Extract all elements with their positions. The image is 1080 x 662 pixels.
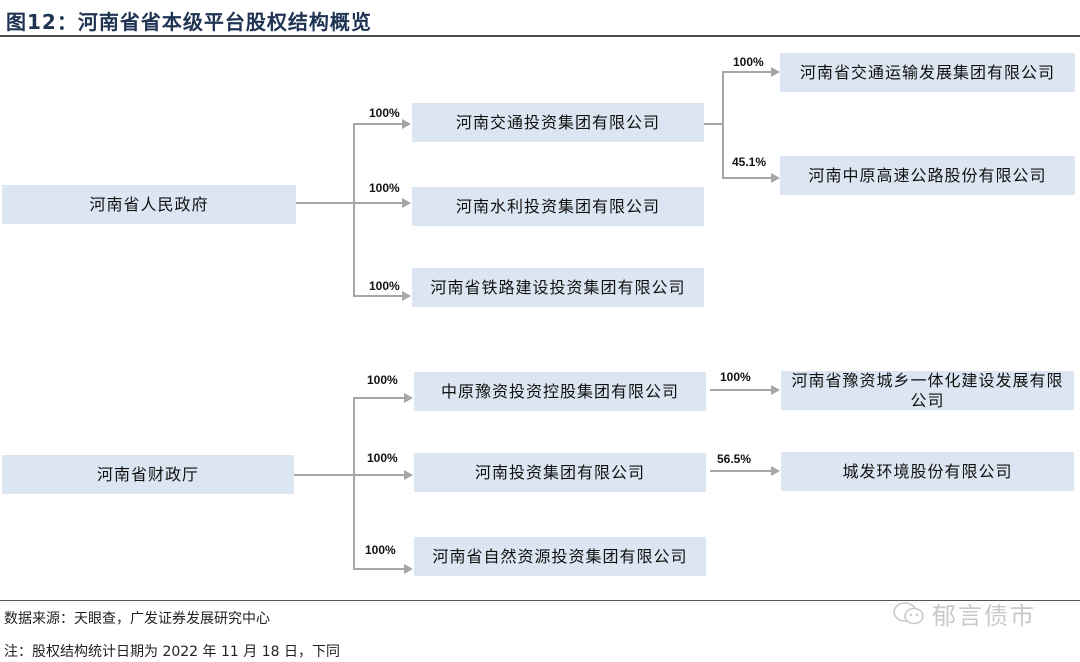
arrow-icon: [402, 119, 411, 129]
connector: [353, 123, 355, 296]
node-chengfa-environment: 城发环境股份有限公司: [781, 452, 1074, 491]
title-divider: [0, 35, 1080, 37]
connector: [710, 470, 772, 472]
connector: [704, 123, 723, 125]
node-henan-transport-investment: 河南交通投资集团有限公司: [412, 103, 704, 142]
connector: [722, 71, 724, 178]
ownership-pct: 100%: [367, 373, 398, 387]
connector: [722, 177, 772, 179]
connector: [353, 397, 355, 569]
node-henan-investment-group: 河南投资集团有限公司: [414, 453, 706, 492]
ownership-pct: 100%: [367, 451, 398, 465]
figure-title: 图12：河南省省本级平台股权结构概览: [6, 10, 372, 34]
root-node-henan-government: 河南省人民政府: [2, 185, 296, 224]
arrow-icon: [402, 291, 411, 301]
arrow-icon: [771, 67, 780, 77]
ownership-pct: 100%: [369, 279, 400, 293]
arrow-icon: [771, 466, 780, 476]
connector: [710, 389, 772, 391]
node-henan-water-investment: 河南水利投资集团有限公司: [412, 187, 704, 226]
connector: [294, 474, 354, 476]
watermark-text: 郁言债市: [932, 602, 1036, 630]
connector: [353, 397, 405, 399]
root-node-henan-finance-department: 河南省财政厅: [2, 455, 294, 494]
connector: [296, 202, 354, 204]
connector: [353, 202, 403, 204]
connector: [353, 474, 405, 476]
arrow-icon: [404, 470, 413, 480]
data-source: 数据来源：天眼查，广发证券发展研究中心: [4, 611, 270, 627]
footnote: 注：股权结构统计日期为 2022 年 11 月 18 日，下同: [4, 644, 340, 660]
arrow-icon: [402, 198, 411, 208]
ownership-pct: 56.5%: [717, 452, 752, 466]
connector: [353, 568, 405, 570]
node-henan-railway-investment: 河南省铁路建设投资集团有限公司: [412, 268, 704, 307]
connector: [353, 123, 403, 125]
wechat-icon: [893, 601, 924, 624]
ownership-pct: 100%: [365, 543, 396, 557]
arrow-icon: [771, 385, 780, 395]
arrow-icon: [771, 173, 780, 183]
ownership-pct: 100%: [733, 55, 764, 69]
ownership-pct: 100%: [720, 370, 751, 384]
node-zhongyuan-yuzi-holding: 中原豫资投资控股集团有限公司: [414, 372, 706, 411]
ownership-pct: 45.1%: [732, 155, 767, 169]
connector: [722, 71, 772, 73]
node-henan-natural-resources-investment: 河南省自然资源投资集团有限公司: [414, 537, 706, 576]
connector: [353, 295, 403, 297]
node-yuzi-urban-rural-development: 河南省豫资城乡一体化建设发展有限公司: [781, 371, 1074, 410]
watermark: 郁言债市: [892, 596, 1036, 631]
ownership-pct: 100%: [369, 106, 400, 120]
ownership-pct: 100%: [369, 181, 400, 195]
node-henan-transport-development: 河南省交通运输发展集团有限公司: [780, 53, 1075, 92]
footer-divider: [0, 600, 1080, 601]
arrow-icon: [404, 564, 413, 574]
arrow-icon: [404, 393, 413, 403]
node-zhongyuan-expressway: 河南中原高速公路股份有限公司: [780, 156, 1075, 195]
